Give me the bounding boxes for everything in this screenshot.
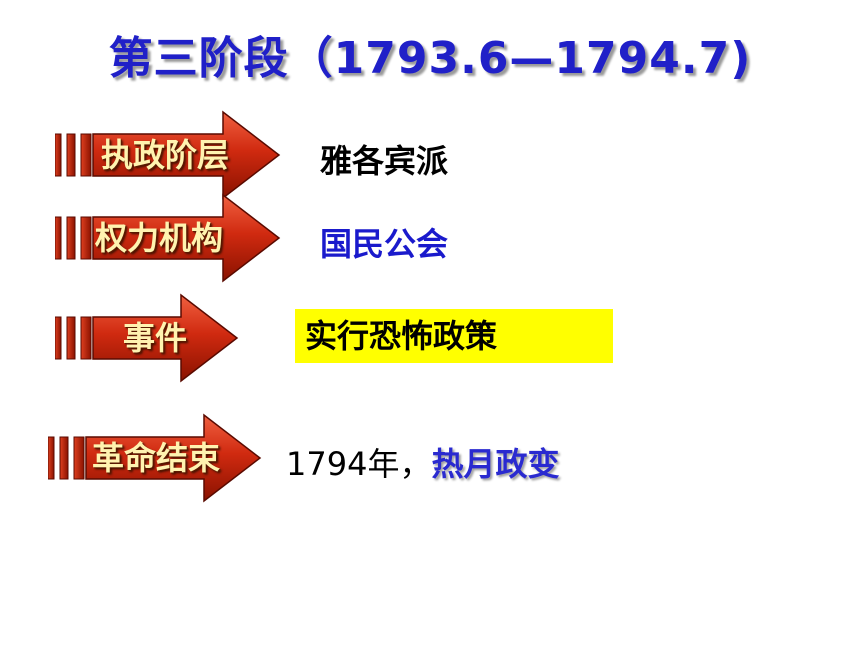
row-value: 雅各宾派 [320,142,449,180]
row-label: 事件 [123,319,188,357]
row-revolution-end: 革命结束 1794年，热月政变 [48,413,848,503]
row-label: 权力机构 [95,219,224,257]
row-value-highlighted: 实行恐怖政策 [295,309,613,363]
arrow-icon [55,293,239,383]
row-value: 国民公会 [320,225,449,263]
row-power-organ: 权力机构 国民公会 [55,193,855,283]
row-value: 1794年，热月政变 [286,439,559,485]
arrow-icon [55,193,281,283]
row-label: 革命结束 [92,439,221,477]
row-label: 执政阶层 [101,136,230,174]
row-event: 事件 实行恐怖政策 [55,293,855,383]
arrow-icon [48,413,262,503]
row-value-emphasis: 热月政变 [431,445,560,483]
slide-title: 第三阶段（1793.6—1794.7) [108,33,752,84]
row-value-prefix: 1794年， [286,445,432,483]
arrow-icon [55,110,281,200]
row-ruling-class: 执政阶层 雅各宾派 [55,110,855,200]
